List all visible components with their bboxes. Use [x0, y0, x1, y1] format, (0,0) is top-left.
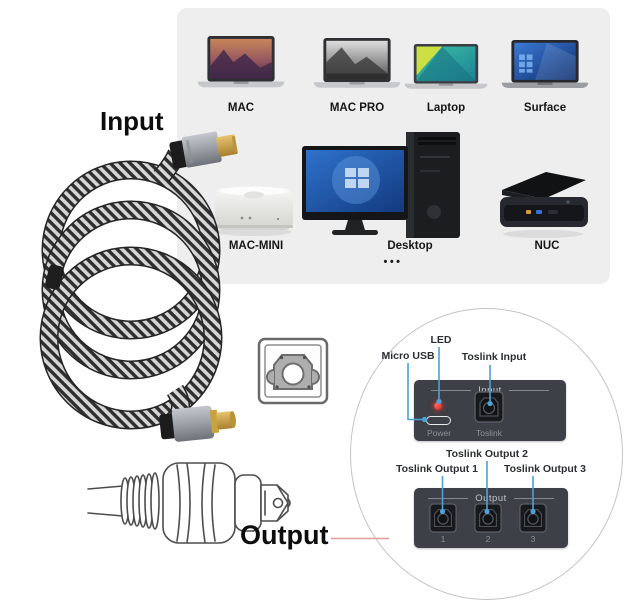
power-port-label: Power — [426, 428, 452, 438]
device-label-nuc: NUC — [534, 240, 560, 252]
device-label-desktop: Desktop — [387, 240, 433, 252]
mac-pro-laptop-icon — [313, 38, 401, 88]
callout-led: LED — [430, 334, 452, 346]
toslink-port-symbol-icon — [257, 337, 329, 405]
device-label-mac: MAC — [227, 102, 255, 114]
port-number-3: 3 — [530, 534, 536, 544]
device-label-mac-mini: MAC-MINI — [228, 240, 284, 252]
toslink-port-label: Toslink — [476, 428, 502, 438]
port-number-1: 1 — [440, 534, 446, 544]
desktop-pc-icon — [302, 132, 460, 238]
input-label: Input — [100, 106, 164, 136]
toslink-plug-drawing — [87, 462, 291, 544]
callout-micro-usb: Micro USB — [381, 350, 435, 362]
header-line-left — [431, 390, 472, 391]
power-led — [434, 402, 442, 410]
toslink-output-port-1 — [429, 503, 457, 533]
callout-toslink-input: Toslink Input — [461, 351, 527, 363]
mac-mini-icon — [215, 186, 293, 236]
cable-connector-bottom — [159, 405, 236, 442]
splitter-detail-circle — [350, 308, 623, 600]
header-line-right — [508, 390, 549, 391]
header-line-right — [513, 498, 554, 499]
cable-coil-loops — [39, 149, 223, 430]
callout-toslink-output-3: Toslink Output 3 — [503, 463, 587, 475]
nuc-icon — [500, 172, 588, 238]
toslink-input-port — [474, 391, 504, 423]
callout-toslink-output-1: Toslink Output 1 — [395, 463, 479, 475]
splitter-output-face: Output 1 2 3 — [414, 488, 568, 548]
laptop-icon — [404, 44, 488, 89]
mac-laptop-icon — [197, 36, 285, 88]
device-label-laptop: Laptop — [426, 102, 466, 114]
output-label: Output — [240, 520, 329, 550]
callout-toslink-output-2: Toslink Output 2 — [445, 448, 529, 460]
device-label-mac-pro: MAC PRO — [329, 102, 385, 114]
splitter-input-face: Input Power Toslink — [414, 380, 566, 441]
micro-usb-port — [426, 416, 451, 425]
port-number-2: 2 — [485, 534, 491, 544]
toslink-output-port-3 — [519, 503, 547, 533]
more-devices-indicator: ••• — [383, 256, 403, 268]
optical-cable-coil — [39, 131, 238, 442]
surface-laptop-icon — [501, 40, 589, 89]
header-line-left — [428, 498, 469, 499]
device-label-surface: Surface — [523, 102, 567, 114]
output-face-header-label: Output — [475, 493, 507, 504]
cable-connector-top — [169, 131, 238, 169]
toslink-output-port-2 — [474, 503, 502, 533]
